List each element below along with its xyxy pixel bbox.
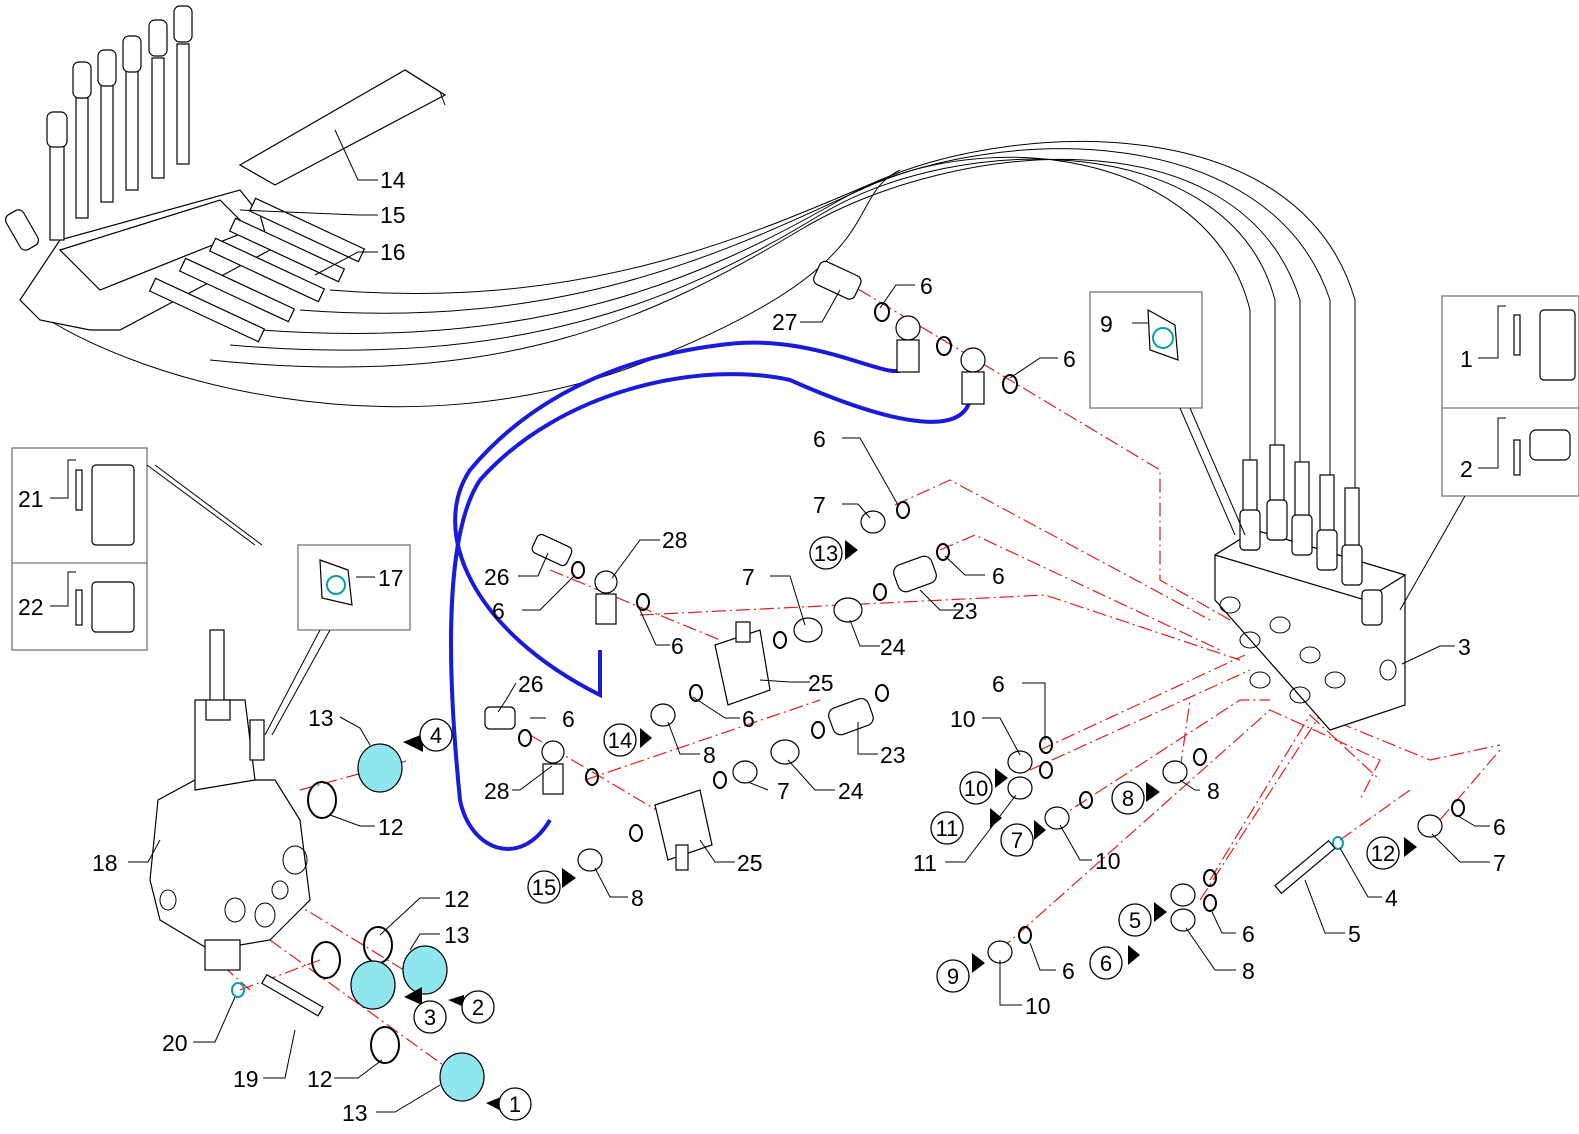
callout-16: 16 bbox=[380, 239, 406, 265]
callout-6c: 6 bbox=[813, 426, 826, 452]
circled-9: 9 bbox=[947, 964, 959, 989]
circled-3: 3 bbox=[424, 1005, 436, 1030]
banjo-assembly-top bbox=[813, 260, 1018, 405]
callout-24b: 24 bbox=[838, 778, 864, 804]
circled-6: 6 bbox=[1100, 951, 1112, 976]
callout-25b: 25 bbox=[737, 850, 763, 876]
decal-plate bbox=[238, 69, 447, 186]
circled-10: 10 bbox=[964, 776, 988, 801]
callout-6d: 6 bbox=[492, 598, 505, 624]
callout-10a: 10 bbox=[950, 706, 976, 732]
callout-19: 19 bbox=[233, 1066, 259, 1092]
callout-6j: 6 bbox=[1493, 814, 1506, 840]
control-cables bbox=[19, 140, 1356, 490]
callout-11: 11 bbox=[913, 850, 937, 876]
circled-7: 7 bbox=[1011, 828, 1023, 853]
circled-labels: 4 13 14 15 10 11 7 8 12 5 6 9 3 2 1 bbox=[424, 541, 1395, 1117]
callout-7a: 7 bbox=[813, 492, 826, 518]
center-fittings bbox=[484, 501, 950, 872]
callout-18: 18 bbox=[92, 850, 118, 876]
callout-22: 22 bbox=[18, 594, 44, 620]
callout-26b: 26 bbox=[518, 671, 544, 697]
callout-12b: 12 bbox=[444, 886, 470, 912]
callout-6l: 6 bbox=[1062, 958, 1075, 984]
callout-3: 3 bbox=[1458, 634, 1471, 660]
callout-17: 17 bbox=[378, 565, 404, 591]
callout-5: 5 bbox=[1348, 921, 1361, 947]
inset-box-1-2 bbox=[1399, 295, 1579, 611]
callout-26a: 26 bbox=[484, 564, 510, 590]
circled-13: 13 bbox=[814, 541, 838, 566]
circled-4: 4 bbox=[430, 723, 442, 748]
callout-14: 14 bbox=[380, 167, 406, 193]
circled-8: 8 bbox=[1122, 786, 1134, 811]
callout-2: 2 bbox=[1460, 456, 1473, 482]
callout-6h: 6 bbox=[742, 706, 755, 732]
arrowheads bbox=[403, 540, 1417, 1111]
callout-21: 21 bbox=[18, 486, 44, 512]
leader-lines bbox=[50, 129, 1506, 1113]
right-fittings bbox=[987, 736, 1465, 964]
circled-15: 15 bbox=[532, 875, 556, 900]
callout-13a: 13 bbox=[308, 705, 334, 731]
inset-box-21-22 bbox=[11, 447, 263, 651]
distributor-block bbox=[1213, 444, 1407, 731]
single-section-valve bbox=[149, 629, 324, 1017]
callout-7c: 7 bbox=[777, 778, 790, 804]
callout-27: 27 bbox=[772, 309, 798, 335]
callout-25a: 25 bbox=[808, 670, 834, 696]
callout-6a: 6 bbox=[920, 273, 933, 299]
callout-9: 9 bbox=[1100, 311, 1113, 337]
callout-28b: 28 bbox=[484, 778, 510, 804]
circled-12: 12 bbox=[1371, 841, 1395, 866]
callout-8a: 8 bbox=[703, 742, 716, 768]
callout-6g: 6 bbox=[562, 706, 575, 732]
callout-28a: 28 bbox=[662, 527, 688, 553]
callout-20: 20 bbox=[162, 1030, 188, 1056]
multi-lever-valve-bank bbox=[4, 5, 366, 343]
callout-6e: 6 bbox=[671, 633, 684, 659]
callout-10c: 10 bbox=[1025, 993, 1051, 1019]
circled-1: 1 bbox=[509, 1092, 521, 1117]
callout-6f: 6 bbox=[992, 563, 1005, 589]
callout-12c: 12 bbox=[307, 1066, 333, 1092]
callout-12a: 12 bbox=[378, 814, 404, 840]
inset-box-17 bbox=[264, 544, 411, 736]
callout-7b: 7 bbox=[742, 564, 755, 590]
circled-2: 2 bbox=[472, 995, 484, 1020]
label-circles bbox=[413, 536, 1400, 1121]
callout-10b: 10 bbox=[1095, 848, 1121, 874]
callout-6b: 6 bbox=[1063, 346, 1076, 372]
callout-labels: 14 15 16 27 6 6 9 1 2 21 22 17 6 7 28 26… bbox=[18, 167, 1506, 1126]
port-adapters bbox=[307, 743, 485, 1102]
callout-6i: 6 bbox=[992, 671, 1005, 697]
callout-4: 4 bbox=[1385, 885, 1398, 911]
callout-13b: 13 bbox=[444, 922, 470, 948]
callout-8c: 8 bbox=[1207, 778, 1220, 804]
inset-box-9 bbox=[1089, 291, 1246, 536]
callout-13c: 13 bbox=[342, 1100, 368, 1126]
callout-7d: 7 bbox=[1493, 850, 1506, 876]
callout-1: 1 bbox=[1460, 346, 1473, 372]
circled-5: 5 bbox=[1129, 908, 1141, 933]
circled-14: 14 bbox=[608, 728, 632, 753]
callout-8b: 8 bbox=[631, 885, 644, 911]
callout-8d: 8 bbox=[1242, 958, 1255, 984]
callout-24a: 24 bbox=[880, 634, 906, 660]
blue-hoses bbox=[449, 340, 972, 851]
callout-23a: 23 bbox=[952, 598, 978, 624]
callout-15: 15 bbox=[380, 202, 406, 228]
circled-11: 11 bbox=[936, 816, 959, 841]
callout-6k: 6 bbox=[1242, 921, 1255, 947]
callout-23b: 23 bbox=[880, 742, 906, 768]
